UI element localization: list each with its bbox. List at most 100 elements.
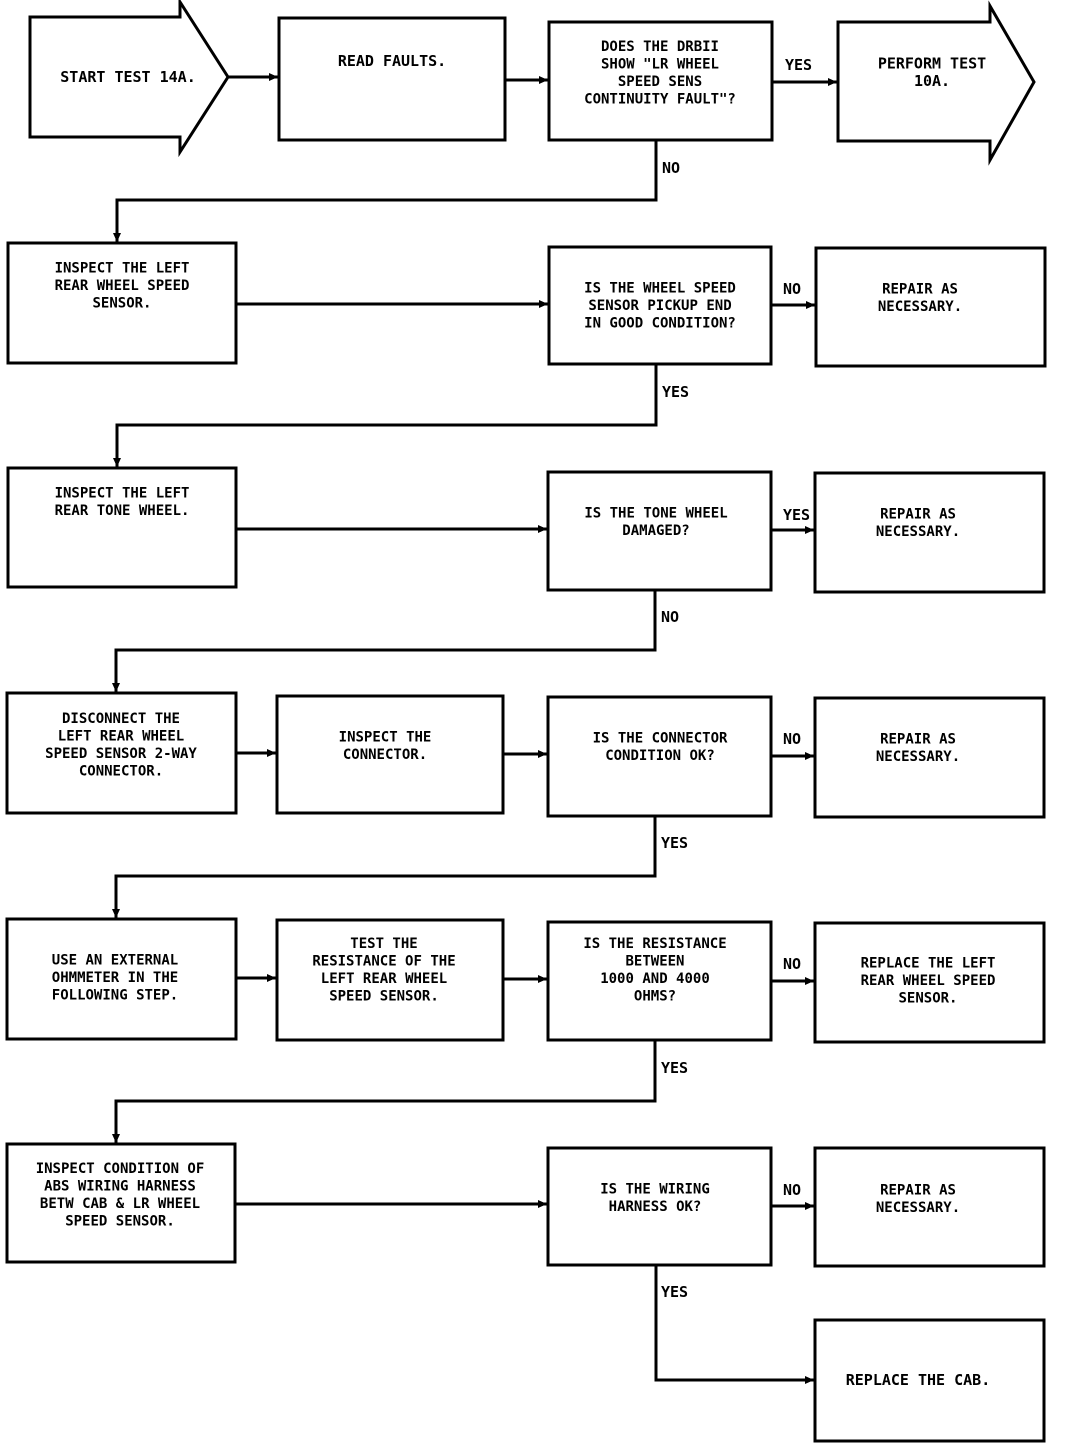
label-resistance-yes: YES (661, 1059, 688, 1077)
node-text-line: 1000 AND 4000 (600, 971, 710, 987)
node-text-line: RESISTANCE OF THE (312, 953, 455, 969)
arrow-tone-no-down (112, 590, 657, 692)
node-text-line: OHMMETER IN THE (52, 970, 178, 986)
node-text-line: DOES THE DRBII (601, 39, 719, 55)
fault-question-box (547, 20, 774, 142)
label-connector-no: NO (783, 730, 801, 748)
node-text-line: START TEST 14A. (60, 68, 195, 86)
node-text-line: CONNECTOR. (79, 763, 163, 779)
repair-box-4 (813, 1146, 1046, 1268)
node-text-line: PERFORM TEST (878, 54, 986, 72)
start-arrow-box (28, 0, 230, 158)
inspect-tone-box (6, 466, 238, 589)
repair-text-2: REPAIR AS NECESSARY. (876, 506, 960, 540)
label-tone-yes: YES (783, 506, 810, 524)
node-text-line: LEFT REAR WHEEL (58, 728, 184, 744)
arrow-pickup-yes-down (113, 364, 658, 467)
harness-question-box (546, 1146, 773, 1267)
connector-question-box (546, 695, 773, 818)
repair-box-1 (814, 246, 1047, 368)
node-text-line: SENSOR. (92, 296, 151, 312)
node-text-line: REPAIR AS (880, 1182, 956, 1198)
test-resistance-box (275, 918, 505, 1042)
inspect-sensor-box (6, 241, 238, 365)
node-text-line: USE AN EXTERNAL (52, 953, 178, 969)
label-connector-yes: YES (661, 834, 688, 852)
node-text-line: INSPECT CONDITION OF (36, 1161, 205, 1177)
node-text-line: ABS WIRING HARNESS (44, 1178, 196, 1194)
arrow-connector-yes-down (112, 816, 657, 918)
node-text-line: CONTINUITY FAULT"? (584, 91, 736, 107)
node-text-line: REPAIR AS (882, 281, 958, 297)
label-harness-no: NO (783, 1181, 801, 1199)
label-fault-no: NO (662, 159, 680, 177)
node-text-line: REPLACE THE LEFT (861, 956, 996, 972)
node-text-line: NECESSARY. (876, 524, 960, 540)
inspect-connector-text: INSPECT THE CONNECTOR. (339, 729, 432, 763)
resistance-question-box (546, 920, 773, 1042)
label-resistance-no: NO (783, 955, 801, 973)
node-text-line: REAR WHEEL SPEED (55, 278, 190, 294)
node-text-line: SHOW "LR WHEEL (601, 56, 719, 72)
arrow-harness-yes-down (654, 1265, 814, 1384)
label-pickup-no: NO (783, 280, 801, 298)
node-text-line: TEST THE (350, 936, 417, 952)
harness-question-text: IS THE WIRING HARNESS OK? (600, 1181, 710, 1215)
node-text-line: SENSOR PICKUP END (588, 298, 731, 314)
node-text-line: IS THE RESISTANCE (583, 936, 726, 952)
repair-box-2 (813, 471, 1046, 594)
node-text-line: INSPECT THE LEFT (55, 485, 190, 501)
label-fault-yes: YES (785, 56, 812, 74)
replace-sensor-box (813, 921, 1046, 1044)
node-text-line: CONDITION OK? (605, 748, 715, 764)
disconnect-box (5, 691, 238, 815)
node-text-line: IS THE WIRING (600, 1181, 710, 1197)
node-text-line: REPAIR AS (880, 731, 956, 747)
node-text-line: HARNESS OK? (609, 1199, 702, 1215)
inspect-tone-text: INSPECT THE LEFT REAR TONE WHEEL. (55, 485, 190, 519)
perform-test-arrow-box (836, 0, 1036, 166)
node-text-line: SPEED SENSOR. (329, 988, 439, 1004)
read-faults-box (277, 16, 507, 142)
node-text-line: INSPECT THE (339, 729, 432, 745)
node-text-line: IS THE CONNECTOR (593, 730, 728, 746)
node-text-line: BETWEEN (625, 953, 684, 969)
inspect-connector-box (275, 694, 505, 815)
inspect-harness-box (5, 1142, 237, 1264)
read-faults-text: READ FAULTS. (338, 52, 446, 70)
repair-text-4: REPAIR AS NECESSARY. (876, 1182, 960, 1216)
replace-cab-text: REPLACE THE CAB. (846, 1371, 991, 1389)
label-pickup-yes: YES (662, 383, 689, 401)
repair-box-3 (813, 696, 1046, 819)
node-text-line: 10A. (914, 72, 950, 90)
arrow-resistance-yes-down (112, 1040, 657, 1143)
label-harness-yes: YES (661, 1283, 688, 1301)
use-ohmmeter-box (5, 917, 238, 1041)
node-text-line: REAR TONE WHEEL. (55, 503, 190, 519)
node-text-line: REPAIR AS (880, 506, 956, 522)
replace-cab-box (813, 1318, 1046, 1443)
node-text-line: IS THE WHEEL SPEED (584, 281, 736, 297)
arrow-fault-no-down (113, 140, 658, 242)
node-text-line: INSPECT THE LEFT (55, 261, 190, 277)
node-text-line: REPLACE THE CAB. (846, 1371, 991, 1389)
node-text-line: REAR WHEEL SPEED (861, 973, 996, 989)
node-text-line: NECESSARY. (876, 1200, 960, 1216)
node-text-line: SPEED SENS (618, 74, 702, 90)
node-text-line: CONNECTOR. (343, 747, 427, 763)
node-text-line: IS THE TONE WHEEL (584, 505, 727, 521)
node-text-line: DISCONNECT THE (62, 711, 180, 727)
node-text-line: NECESSARY. (876, 749, 960, 765)
node-text-line: SPEED SENSOR 2-WAY (45, 746, 197, 762)
repair-text-3: REPAIR AS NECESSARY. (876, 731, 960, 765)
connector-question-text: IS THE CONNECTOR CONDITION OK? (593, 730, 728, 764)
